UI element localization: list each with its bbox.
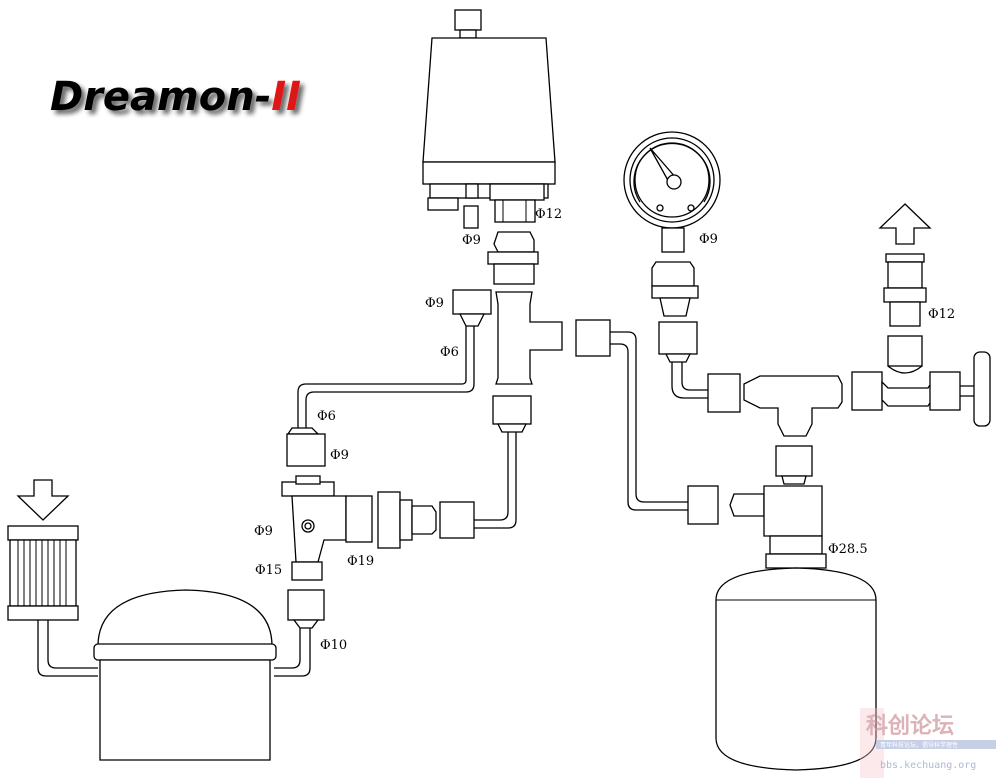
compressor: [93, 589, 277, 761]
label-switch-port-large: Φ12: [535, 207, 562, 222]
label-tube-upper: Φ6: [440, 345, 459, 360]
label-tube-lower: Φ6: [317, 409, 336, 424]
pressure-tank: [715, 553, 877, 771]
label-tank-port: Φ28.5: [828, 542, 868, 557]
lower-left-nut: [286, 427, 326, 467]
label-compressor-stub: Φ15: [255, 563, 282, 578]
label-switch-port-small: Φ9: [462, 233, 481, 248]
watermark-tagline: 青年科技论坛，倡导科学理性: [880, 741, 958, 749]
tank-valve: [687, 485, 823, 555]
right-tee-assembly: [707, 335, 991, 485]
label-tee-left-nut: Φ9: [425, 296, 444, 311]
inlet-filter: [7, 525, 98, 677]
title-suffix: II: [271, 74, 301, 120]
gauge-tube: [671, 362, 710, 399]
label-check-valve-left: Φ9: [254, 524, 273, 539]
title-prefix: Dreamon-: [50, 74, 271, 120]
tubing-left: [297, 326, 688, 529]
check-valve: [281, 475, 475, 581]
label-gauge-port: Φ9: [699, 232, 718, 247]
label-compressor-nut: Φ10: [320, 638, 347, 653]
diagram-title: Dreamon-II: [50, 74, 301, 120]
label-check-valve-right: Φ19: [347, 554, 374, 569]
watermark-site: 科创论坛: [866, 713, 954, 739]
label-outlet-fitting: Φ12: [928, 307, 955, 322]
outlet-arrow-icon: [878, 203, 932, 245]
label-lower-left-nut: Φ9: [330, 448, 349, 463]
pressure-gauge-icon: [623, 131, 721, 363]
left-tee-assembly: [452, 231, 611, 433]
compressor-connector: [274, 589, 325, 677]
outlet-fitting: [883, 253, 927, 327]
inlet-arrow-icon: [16, 479, 70, 521]
watermark: 科创论坛 青年科技论坛，倡导科学理性 bbs.kechuang.org: [860, 708, 996, 778]
watermark-url: bbs.kechuang.org: [880, 760, 976, 771]
pressure-switch: [422, 9, 556, 229]
